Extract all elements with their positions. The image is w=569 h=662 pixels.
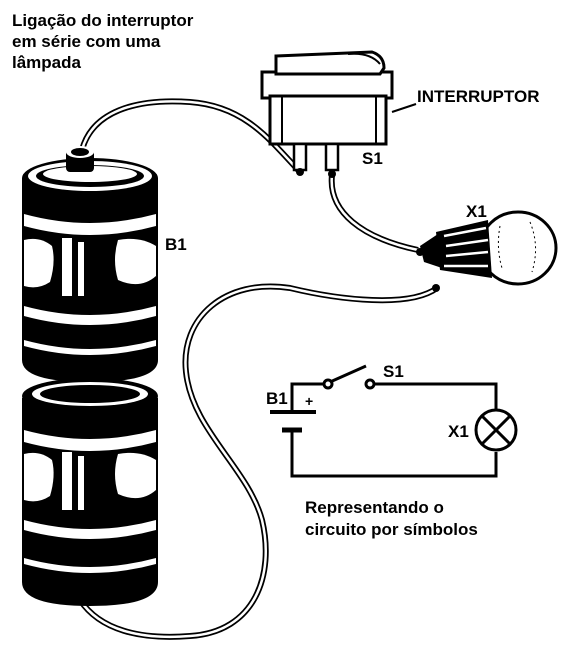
label-schematic-s1: S1 [383, 362, 404, 381]
schematic-wire-top-left [290, 382, 324, 410]
wire-switch-to-lamp [328, 174, 419, 253]
wire-lamp-to-battery [77, 283, 439, 640]
schematic-lamp-cross [480, 414, 512, 446]
schematic-switch-lever [329, 364, 367, 384]
schematic [270, 364, 518, 478]
title-line-1: Ligação do interruptor [12, 11, 194, 30]
label-schematic-x1: X1 [448, 422, 469, 441]
schematic-plus-sign: + [305, 393, 313, 409]
lamp-illustration [416, 210, 558, 292]
label-schematic-b1: B1 [266, 389, 288, 408]
caption-line-1: Representando o [305, 498, 444, 517]
battery-cell-bottom [22, 378, 158, 606]
label-switch-s1: S1 [362, 149, 383, 168]
schematic-wire-top-right [374, 382, 498, 410]
label-lamp-x1: X1 [466, 202, 487, 221]
label-battery-b1: B1 [165, 235, 187, 254]
label-interruptor: INTERRUPTOR [417, 87, 540, 106]
rocker-switch-illustration [260, 50, 417, 178]
schematic-switch-contact-right [364, 378, 376, 390]
battery-cell-top [22, 146, 158, 382]
title-line-2: em série com uma [12, 32, 161, 51]
diagram-title: Ligação do interruptor em série com uma … [12, 10, 193, 73]
title-line-3: lâmpada [12, 53, 81, 72]
schematic-wire-bottom [290, 430, 498, 478]
caption-line-2: circuito por símbolos [305, 520, 478, 539]
battery-illustration [22, 146, 158, 606]
schematic-caption: Representando o circuito por símbolos [305, 497, 478, 541]
